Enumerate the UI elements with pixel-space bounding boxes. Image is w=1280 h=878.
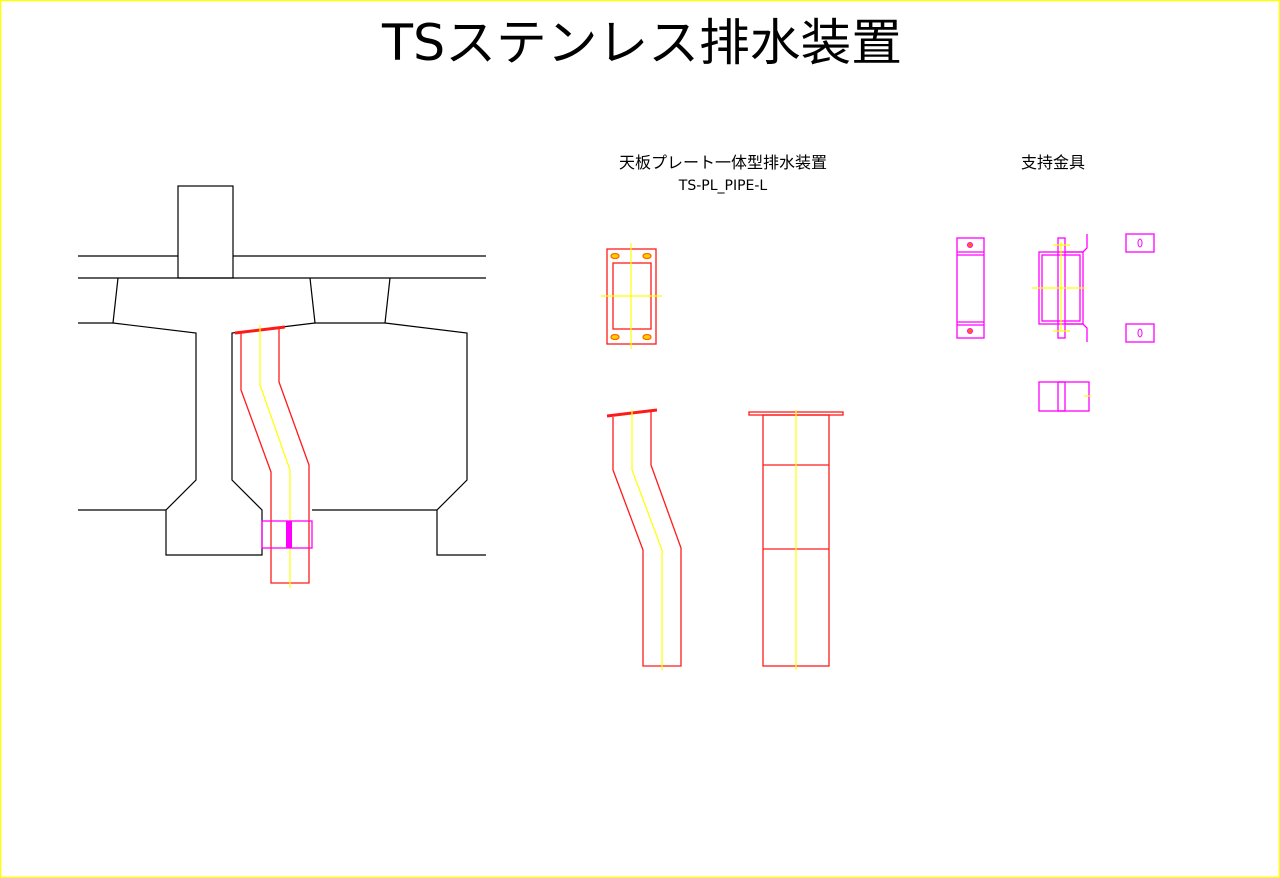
section-title-drain: 天板プレート一体型排水装置 — [619, 153, 827, 172]
drain-front-view — [748, 410, 844, 670]
drain-side-view — [606, 408, 682, 670]
bridge-section — [78, 185, 486, 556]
drain-top-view — [601, 243, 662, 349]
section-subtitle-drain: TS-PL_PIPE-L — [678, 178, 768, 194]
support-bracket-views — [956, 233, 1155, 412]
installed-drain-pipe — [234, 325, 313, 588]
drawing-title: TSステンレス排水装置 — [381, 14, 902, 72]
section-title-bracket: 支持金具 — [1021, 153, 1085, 172]
